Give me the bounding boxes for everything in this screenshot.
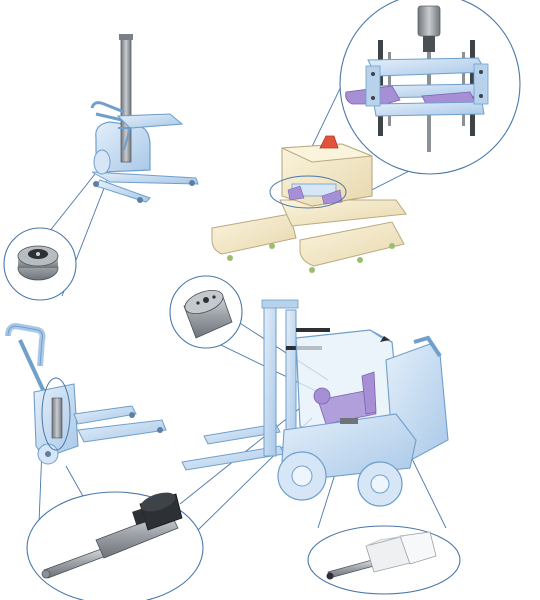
pallet-zoom-marker bbox=[41, 377, 71, 451]
column-lift-cart bbox=[90, 34, 199, 203]
forklift bbox=[181, 299, 449, 507]
rotary-actuator-callout-forklift bbox=[169, 275, 243, 349]
leader-pallet-b bbox=[65, 465, 85, 499]
gripper-zoom-marker bbox=[269, 175, 347, 209]
linear-actuator-callout bbox=[26, 491, 204, 600]
rotary-actuator-callout-left bbox=[3, 227, 77, 301]
pallet-truck bbox=[5, 323, 167, 465]
gripper-machine bbox=[211, 135, 407, 273]
compact-actuator-callout bbox=[307, 525, 461, 595]
gripper-zoom-callout bbox=[339, 0, 521, 175]
